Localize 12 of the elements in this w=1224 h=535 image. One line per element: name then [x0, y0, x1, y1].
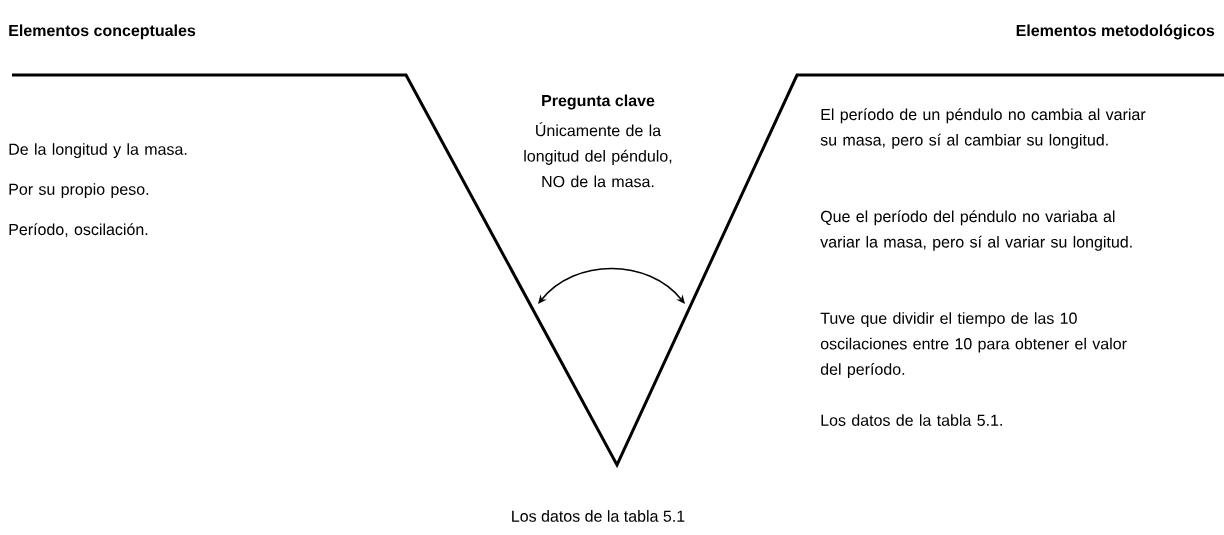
caption-text: Los datos de la tabla 5.1	[512, 510, 685, 522]
body-text: De la longitud y la masa.	[9, 143, 187, 159]
question-text: Únicamente de la longitud del péndulo, NO de la masa.	[524, 122, 672, 188]
body-text: Los datos de la tabla 5.1.	[821, 414, 1002, 426]
question-heading: Pregunta clave	[542, 94, 655, 110]
body-text: Período, oscilación.	[9, 223, 148, 237]
body-text: Tuve que dividir el tiempo de las 10 oscilaciones entre 10 para obtener el valor del período.	[820, 312, 1127, 379]
body-text: Que el período del péndulo no variaba al variar la masa, pero sí al variar su longitud.	[820, 210, 1132, 251]
section-heading: Elementos metodológicos	[1016, 24, 1215, 40]
body-text: El período de un péndulo no cambia al variar su masa, pero sí al cambiar su longitud.	[820, 108, 1146, 149]
body-text: Por su propio peso.	[9, 183, 149, 199]
section-heading: Elementos conceptuales	[9, 24, 196, 40]
